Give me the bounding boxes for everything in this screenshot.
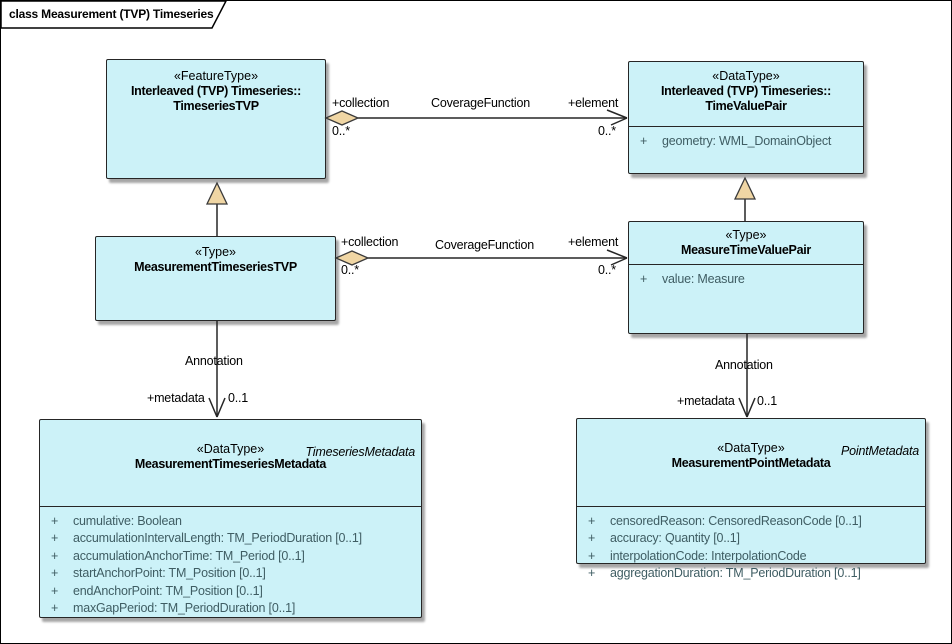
- generalization-triangle-icon: [733, 176, 757, 200]
- connector-name-coverage-function: CoverageFunction: [431, 96, 530, 110]
- connector-coverage-function-1: [324, 109, 628, 126]
- classifier-tag: TimeseriesMetadata: [305, 445, 415, 459]
- connector-name-annotation: Annotation: [185, 354, 243, 368]
- attribute-visibility: +: [51, 583, 59, 598]
- attribute-text: cumulative: Boolean: [73, 513, 182, 528]
- role-label-collection: +collection: [341, 235, 399, 249]
- multiplicity-label: 0..*: [598, 124, 616, 138]
- attribute-row: + endAnchorPoint: TM_Position [0..1]: [40, 584, 421, 602]
- attribute-text: interpolationCode: InterpolationCode: [610, 548, 807, 563]
- class-box-time-value-pair[interactable]: «DataType» Interleaved (TVP) Timeseries:…: [628, 61, 864, 174]
- multiplicity-label: 0..*: [341, 263, 359, 277]
- attribute-visibility: +: [588, 566, 596, 580]
- classifier-tag: PointMetadata: [840, 444, 919, 458]
- multiplicity-label: 0..1: [757, 394, 778, 408]
- class-header: «FeatureType» Interleaved (TVP) Timeseri…: [107, 60, 325, 114]
- attribute-compartment: + cumulative: Boolean + accumulationInte…: [40, 505, 421, 619]
- attribute-visibility: +: [51, 531, 59, 545]
- attribute-visibility: +: [51, 601, 59, 615]
- class-name: MeasureTimeValuePair: [681, 243, 811, 257]
- attribute-row: + accumulationAnchorTime: TM_Period [0..…: [40, 549, 421, 567]
- multiplicity-label: 0..*: [598, 263, 616, 277]
- attribute-row: + interpolationCode: InterpolationCode: [577, 549, 925, 567]
- role-label-element: +element: [568, 235, 619, 249]
- class-box-measure-time-value-pair[interactable]: «Type» MeasureTimeValuePair + value: Mea…: [628, 221, 864, 334]
- attribute-text: startAnchorPoint: TM_Position [0..1]: [73, 566, 266, 580]
- class-name: TimeValuePair: [705, 99, 787, 113]
- attribute-row: + maxGapPeriod: TM_PeriodDuration [0..1]: [40, 601, 421, 619]
- multiplicity-label: 0..1: [228, 391, 249, 405]
- attribute-text: accumulationIntervalLength: TM_PeriodDur…: [73, 531, 362, 545]
- attribute-visibility: +: [588, 513, 596, 528]
- open-arrowhead-icon: [606, 109, 628, 126]
- role-label-metadata: +metadata: [677, 394, 735, 408]
- attribute-row: + accumulationIntervalLength: TM_PeriodD…: [40, 531, 421, 549]
- class-name: MeasurementTimeseriesMetadata: [134, 457, 327, 471]
- connector-generalization-1: [205, 181, 229, 236]
- attribute-row: + startAnchorPoint: TM_Position [0..1]: [40, 566, 421, 584]
- attribute-visibility: +: [588, 531, 596, 545]
- stereotype-label: «DataType»: [717, 441, 785, 455]
- attribute-text: value: Measure: [662, 271, 745, 286]
- class-qualifier: Interleaved (TVP) Timeseries::: [130, 84, 301, 98]
- class-header: «Type» MeasureTimeValuePair: [629, 222, 863, 264]
- aggregation-diamond-icon: [324, 110, 360, 126]
- attribute-text: censoredReason: CensoredReasonCode [0..1…: [610, 513, 862, 528]
- open-arrowhead-icon: [738, 397, 756, 418]
- attribute-text: accumulationAnchorTime: TM_Period [0..1]: [73, 548, 305, 563]
- attribute-text: geometry: WML_DomainObject: [662, 133, 832, 148]
- role-label-metadata: +metadata: [147, 391, 205, 405]
- connector-generalization-2: [733, 176, 757, 221]
- attribute-visibility: +: [51, 513, 59, 528]
- attribute-compartment: + geometry: WML_DomainObject: [629, 125, 863, 152]
- class-qualifier: Interleaved (TVP) Timeseries::: [660, 84, 831, 98]
- attribute-row: + cumulative: Boolean: [40, 514, 421, 532]
- role-label-collection: +collection: [332, 96, 390, 110]
- attribute-text: aggregationDuration: TM_PeriodDuration […: [610, 566, 861, 580]
- attribute-visibility: +: [588, 548, 596, 563]
- connector-name-coverage-function: CoverageFunction: [435, 238, 534, 252]
- connector-coverage-function-2: [334, 249, 628, 266]
- attribute-compartment: + value: Measure: [629, 263, 863, 290]
- attribute-row: + accuracy: Quantity [0..1]: [577, 531, 925, 549]
- attribute-visibility: +: [640, 133, 648, 148]
- stereotype-label: «DataType»: [712, 69, 780, 83]
- attribute-visibility: +: [51, 548, 59, 563]
- attribute-row: + aggregationDuration: TM_PeriodDuration…: [577, 566, 925, 584]
- connector-name-annotation: Annotation: [715, 358, 773, 372]
- attribute-visibility: +: [640, 271, 648, 286]
- class-header: «DataType» Interleaved (TVP) Timeseries:…: [629, 62, 863, 126]
- generalization-triangle-icon: [205, 181, 229, 205]
- attribute-visibility: +: [51, 566, 59, 580]
- connector-annotation-2: [738, 334, 756, 418]
- class-box-measurement-timeseries-metadata[interactable]: TimeseriesMetadata «DataType» Measuremen…: [39, 419, 422, 618]
- stereotype-label: «Type»: [194, 245, 236, 259]
- class-name: TimeseriesTVP: [173, 99, 259, 113]
- stereotype-label: «DataType»: [196, 442, 265, 456]
- diagram-frame-title: class Measurement (TVP) Timeseries: [9, 7, 214, 21]
- connector-annotation-1: [208, 321, 226, 418]
- class-header: «Type» MeasurementTimeseriesTVP: [96, 237, 335, 275]
- attribute-text: endAnchorPoint: TM_Position [0..1]: [73, 583, 263, 598]
- class-header: PointMetadata «DataType» MeasurementPoin…: [577, 441, 925, 506]
- attribute-row: + value: Measure: [629, 272, 863, 290]
- attribute-text: maxGapPeriod: TM_PeriodDuration [0..1]: [73, 601, 296, 615]
- class-box-timeseries-tvp[interactable]: «FeatureType» Interleaved (TVP) Timeseri…: [106, 59, 326, 179]
- role-label-element: +element: [568, 96, 619, 110]
- attribute-text: accuracy: Quantity [0..1]: [610, 531, 740, 545]
- class-header: TimeseriesMetadata «DataType» Measuremen…: [40, 442, 421, 506]
- open-arrowhead-icon: [208, 397, 226, 418]
- stereotype-label: «Type»: [725, 228, 767, 242]
- attribute-row: + geometry: WML_DomainObject: [629, 134, 863, 152]
- stereotype-label: «FeatureType»: [173, 69, 259, 83]
- multiplicity-label: 0..*: [332, 124, 350, 138]
- class-box-measurement-point-metadata[interactable]: PointMetadata «DataType» MeasurementPoin…: [576, 418, 926, 580]
- class-name: MeasurementPointMetadata: [671, 456, 831, 470]
- attribute-compartment: + censoredReason: CensoredReasonCode [0.…: [577, 505, 925, 584]
- class-name: MeasurementTimeseriesTVP: [134, 260, 297, 274]
- attribute-row: + censoredReason: CensoredReasonCode [0.…: [577, 514, 925, 532]
- class-box-measurement-timeseries-tvp[interactable]: «Type» MeasurementTimeseriesTVP: [95, 236, 336, 321]
